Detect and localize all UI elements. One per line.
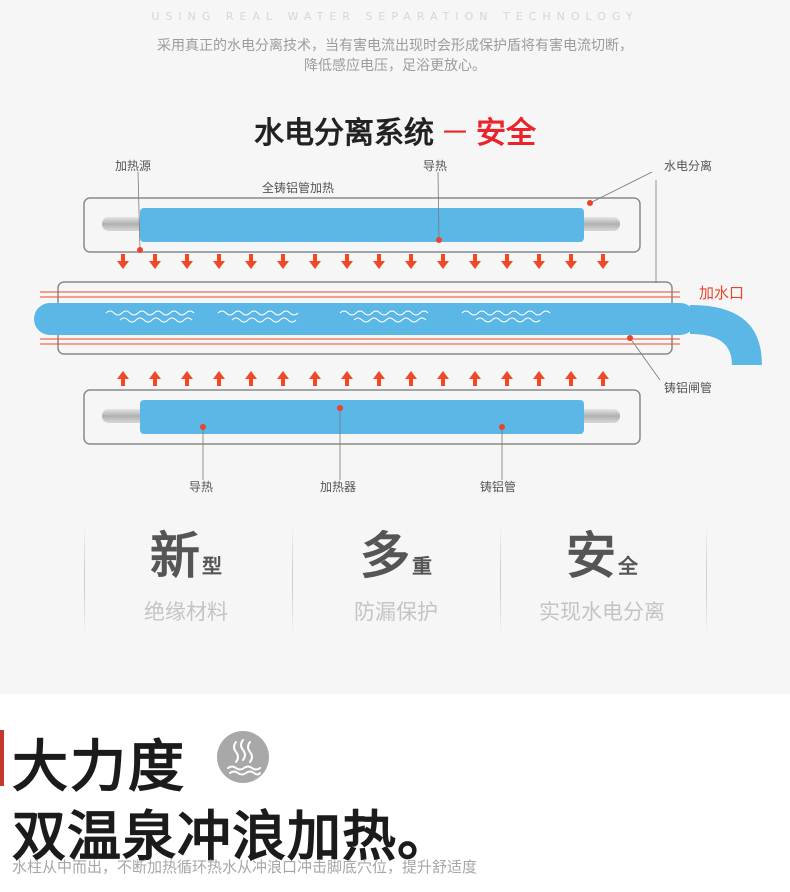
heat-arrow-up (469, 371, 481, 386)
heat-arrow-down (117, 254, 129, 269)
heat-arrow-up (405, 371, 417, 386)
wave-heat-icon (217, 731, 269, 783)
feature-small-char: 型 (202, 554, 222, 578)
feature-subtitle: 防漏保护 (354, 600, 438, 624)
heat-arrow-down (181, 254, 193, 269)
feature-small-char: 全 (618, 554, 638, 578)
label-heater: 加热器 (320, 480, 356, 494)
heading-dual-temp-surf: 双温泉冲浪加热。 (12, 804, 452, 868)
label-water-inlet: 加水口 (699, 284, 744, 302)
feature-new-type: 新型 绝缘材料 (82, 520, 290, 638)
water-electric-section: USING REAL WATER SEPARATION TECHNOLOGY 采… (0, 10, 790, 640)
heat-arrow-up (309, 371, 321, 386)
bottom-heater-frame (83, 389, 641, 445)
feature-subtitle: 实现水电分离 (539, 600, 665, 624)
feature-divider (500, 524, 501, 636)
heat-arrow-down (597, 254, 609, 269)
heat-arrow-up (341, 371, 353, 386)
heat-arrow-up (213, 371, 225, 386)
surf-description: 水柱从中而出，不断加热循环热水从冲浪口冲击脚底穴位，提升舒适度 (12, 858, 478, 876)
heat-arrow-up (437, 371, 449, 386)
feature-small-char: 重 (412, 554, 432, 578)
water-flow-waves (105, 310, 551, 323)
middle-water-pipe (34, 303, 696, 335)
heat-arrow-down (341, 254, 353, 269)
english-tagline: USING REAL WATER SEPARATION TECHNOLOGY (151, 10, 639, 23)
heat-arrow-up (373, 371, 385, 386)
heat-arrow-up (597, 371, 609, 386)
feature-safety: 安全 实现水电分离 (498, 520, 706, 638)
heat-arrow-down (373, 254, 385, 269)
label-heat-conduct-top: 导热 (423, 159, 447, 173)
feature-big-char: 安 (566, 526, 616, 585)
title-accent: 安全 (476, 116, 536, 151)
label-cast-aluminum-gate: 铸铝闸管 (664, 380, 712, 395)
feature-divider (292, 524, 293, 636)
heat-arrow-up (533, 371, 545, 386)
intro-line-1: 采用真正的水电分离技术，当有害电流出现时会形成保护盾将有害电流切断， (157, 38, 633, 54)
feature-subtitle: 绝缘材料 (144, 600, 228, 624)
title-main: 水电分离系统 (254, 116, 434, 151)
heat-arrow-down (277, 254, 289, 269)
heat-arrow-down (309, 254, 321, 269)
heat-arrow-up (501, 371, 513, 386)
water-electric-separation-diagram: 加热源 全铸铝管加热 导热 水电分离 加水口 铸铝闸管 导热 加热器 铸铝管 (34, 158, 762, 494)
top-heater-frame (83, 197, 641, 253)
section-title: 水电分离系统－安全 (0, 108, 790, 152)
heat-arrow-up (117, 371, 129, 386)
heat-arrow-down (437, 254, 449, 269)
label-water-electric-sep: 水电分离 (664, 158, 712, 173)
title-dash: － (440, 116, 470, 151)
feature-divider (84, 524, 85, 636)
heading-accent-bar (0, 730, 4, 786)
heat-arrow-down (213, 254, 225, 269)
heat-arrow-down (565, 254, 577, 269)
top-heater-water (140, 208, 584, 242)
heat-arrow-down (533, 254, 545, 269)
heat-arrow-down (469, 254, 481, 269)
water-outlet-pipe (690, 305, 762, 365)
feature-row: 新型 绝缘材料 多重 防漏保护 安全 实现水电分离 (0, 520, 790, 640)
heat-arrow-up (277, 371, 289, 386)
heat-arrow-up (245, 371, 257, 386)
heat-arrows-up (117, 371, 609, 386)
heading-strength: 大力度 (12, 734, 186, 800)
label-heat-conduct-bottom: 导热 (189, 480, 213, 494)
heat-arrow-up (149, 371, 161, 386)
intro-line-2: 降低感应电压，足浴更放心。 (304, 58, 486, 74)
intro-text: 采用真正的水电分离技术，当有害电流出现时会形成保护盾将有害电流切断， 降低感应电… (0, 36, 790, 76)
heat-arrow-down (149, 254, 161, 269)
heat-arrows-down (117, 254, 609, 269)
heat-arrow-down (405, 254, 417, 269)
heat-arrow-down (245, 254, 257, 269)
bottom-heater-water (140, 400, 584, 434)
heat-arrow-down (501, 254, 513, 269)
feature-multi-protection: 多重 防漏保护 (292, 520, 500, 638)
label-full-cast-aluminum: 全铸铝管加热 (262, 180, 334, 195)
feature-divider (706, 524, 707, 636)
feature-big-char: 多 (360, 526, 410, 585)
heat-arrow-up (565, 371, 577, 386)
heat-arrow-up (181, 371, 193, 386)
feature-big-char: 新 (150, 526, 200, 585)
label-heat-source: 加热源 (115, 159, 151, 173)
label-cast-aluminum-tube: 铸铝管 (480, 479, 516, 494)
